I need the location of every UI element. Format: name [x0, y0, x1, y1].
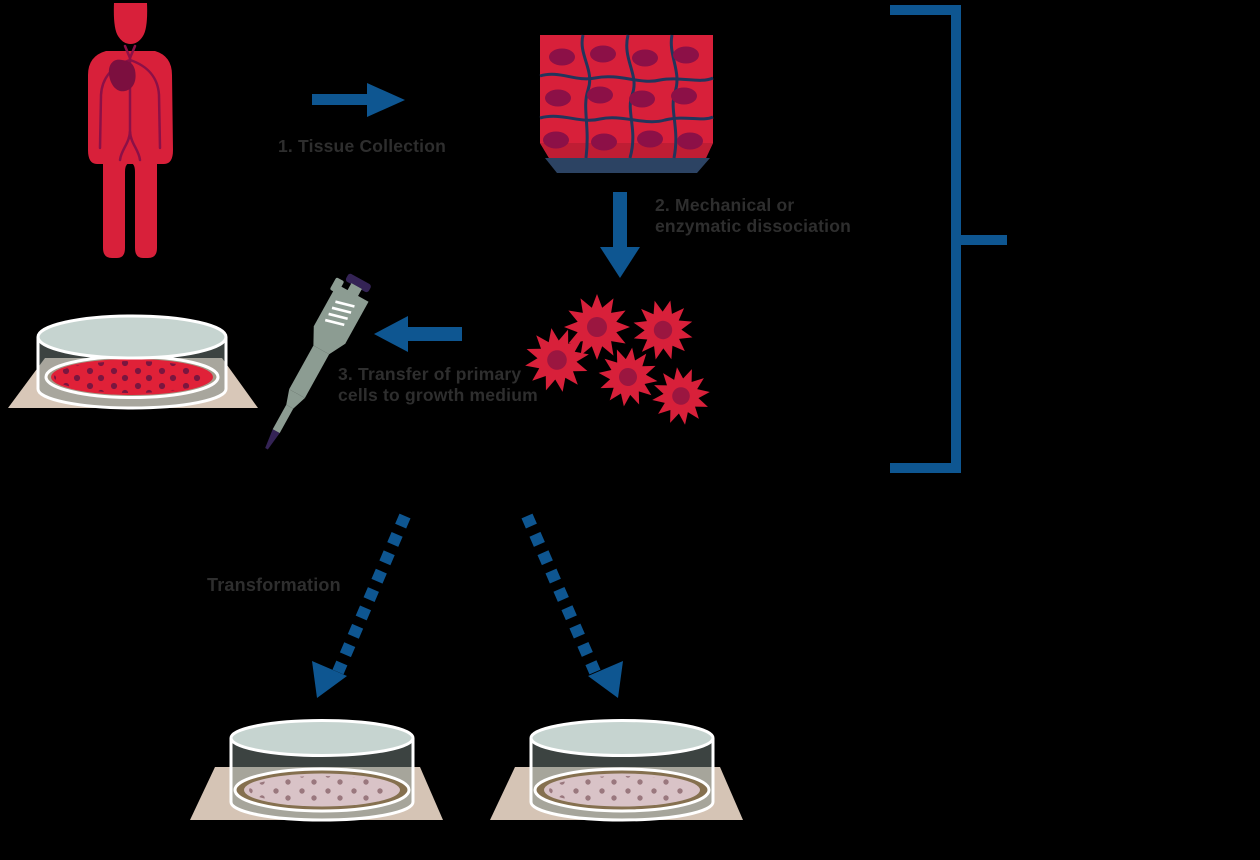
heart-icon: [108, 59, 136, 92]
cells-in-medium: [54, 361, 210, 393]
primary-cell: [626, 293, 700, 367]
dashed-arrow-left-icon: [312, 513, 411, 698]
pipette-body: [313, 284, 369, 355]
tissue-shadow-band: [540, 143, 713, 158]
pipette-volume-display: [324, 300, 355, 327]
human-figure-icon: [88, 3, 173, 258]
dish-glass-top: [529, 719, 715, 757]
cell-boundaries: [539, 34, 714, 159]
pipette-shaft-taper: [286, 389, 305, 409]
pipette-shaft: [289, 345, 330, 398]
arrowhead: [588, 661, 623, 698]
petri-dish-culture-left-icon: [190, 719, 443, 822]
arrow-left-icon: [374, 316, 462, 352]
label-step2-dissociation: 2. Mechanical or enzymatic dissociation: [655, 195, 851, 236]
pipette-lower-shaft: [272, 404, 294, 434]
pipette-plunger-button: [345, 273, 371, 293]
dashed-line: [332, 513, 411, 675]
petri-dish-primary-icon: [8, 314, 258, 410]
dish-glass-outline: [229, 738, 415, 822]
petri-dish-culture-right-icon: [490, 719, 743, 822]
cell-colonies: [549, 776, 695, 804]
human-head: [113, 3, 148, 44]
label-step3-transfer: 3. Transfer of primary cells to growth m…: [338, 364, 538, 405]
cell-colonies: [249, 776, 395, 804]
bracket-bottom-arm: [890, 463, 961, 473]
dish-glass-top: [36, 314, 228, 360]
human-legs: [103, 148, 157, 258]
bracket-spine: [951, 5, 961, 473]
tissue-sample-icon: [539, 34, 714, 173]
dish-glass-outline: [36, 337, 228, 410]
tissue-nuclei: [543, 45, 703, 151]
label-step1-tissue-collection: 1. Tissue Collection: [278, 136, 447, 156]
arrow-right-icon: [312, 83, 405, 117]
bracket-top-arm: [890, 5, 961, 15]
bracket-middle-tick: [961, 235, 1007, 245]
primary-cell: [643, 358, 719, 434]
tissue-base: [545, 158, 710, 173]
pipette-plunger-stem: [347, 283, 362, 297]
primary-cell: [594, 343, 662, 411]
pipette-tip: [265, 429, 280, 450]
dissociated-cells-icon: [519, 293, 719, 434]
dashed-arrow-right-icon: [521, 513, 623, 698]
tissue-body: [540, 35, 713, 158]
dish-glass-outline: [529, 738, 715, 822]
dashed-line: [521, 513, 601, 675]
dish-glass-top: [229, 719, 415, 757]
bracket-icon: [890, 5, 1007, 473]
arrowhead: [312, 661, 347, 698]
label-transformation: Transformation: [207, 575, 341, 595]
pipette-icon: [265, 273, 371, 450]
arrow-down-icon: [600, 192, 640, 278]
